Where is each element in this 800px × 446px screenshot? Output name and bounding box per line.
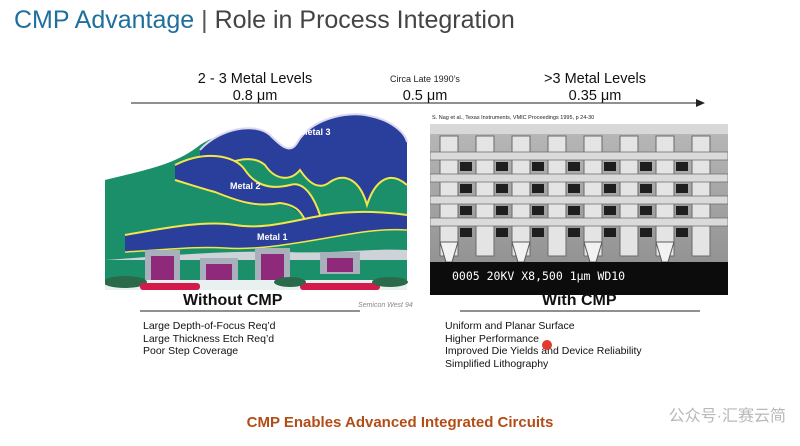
- watermark: 公众号·汇赛云简: [669, 402, 786, 426]
- without-cmp-bullets: Large Depth-of-Focus Req’d Large Thickne…: [143, 320, 276, 358]
- list-item: Large Thickness Etch Req’d: [143, 333, 276, 346]
- list-item: Simplified Lithography: [445, 358, 642, 371]
- list-item: Large Depth-of-Focus Req’d: [143, 320, 276, 333]
- list-item: Poor Step Coverage: [143, 345, 276, 358]
- list-item: Uniform and Planar Surface: [445, 320, 642, 333]
- pointer-dot-icon: [540, 338, 554, 352]
